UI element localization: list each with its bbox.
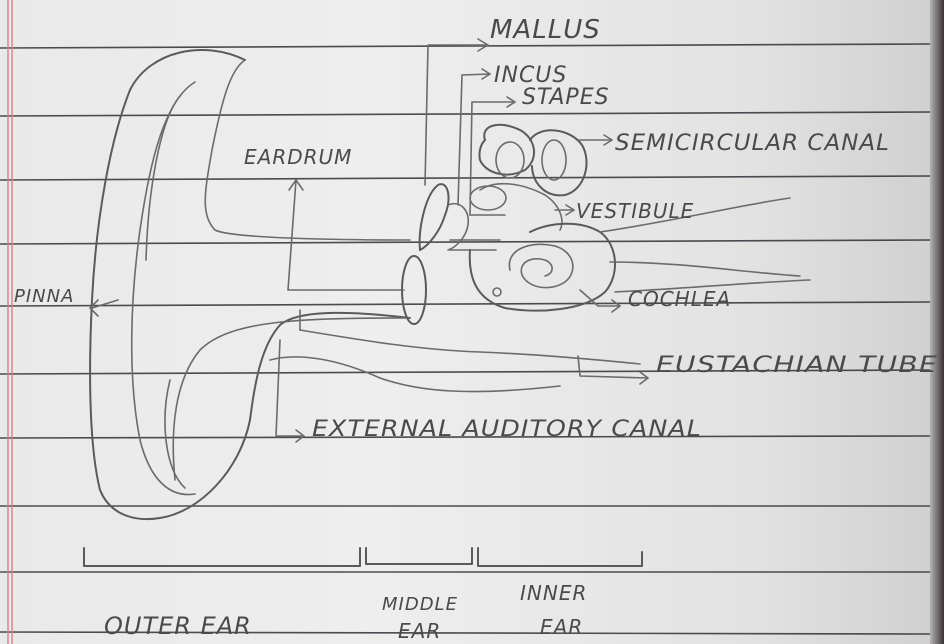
label-external-auditory-canal: EXTERNAL AUDITORY CANAL xyxy=(312,417,702,442)
label-eardrum: EARDRUM xyxy=(244,145,352,169)
auditory-canal-drawing xyxy=(270,310,640,392)
section-outer-ear: OUTER EAR xyxy=(104,612,252,640)
label-stapes: STAPES xyxy=(522,85,610,110)
label-vestibule: VESTIBULE xyxy=(576,199,694,223)
incus-shape xyxy=(470,186,506,210)
label-pinna: PINNA xyxy=(14,286,74,307)
section-middle-ear-line2: EAR xyxy=(398,619,441,643)
label-eustachian-tube: EUSTACHIAN TUBE xyxy=(656,353,938,378)
mallus-shape xyxy=(420,184,449,250)
section-brackets xyxy=(84,548,642,566)
middle-ear-drawing xyxy=(402,184,506,324)
section-inner-ear-line2: EAR xyxy=(540,615,583,639)
label-semicircular-canal: SEMICIRCULAR CANAL xyxy=(615,131,890,156)
eardrum-shape xyxy=(402,256,426,324)
label-cochlea: COCHLEA xyxy=(628,287,731,311)
section-middle-ear-line1: MIDDLE xyxy=(382,594,458,615)
section-inner-ear-line1: INNER xyxy=(520,581,587,605)
pinna-drawing xyxy=(90,50,410,519)
label-mallus: MALLUS xyxy=(490,15,601,45)
